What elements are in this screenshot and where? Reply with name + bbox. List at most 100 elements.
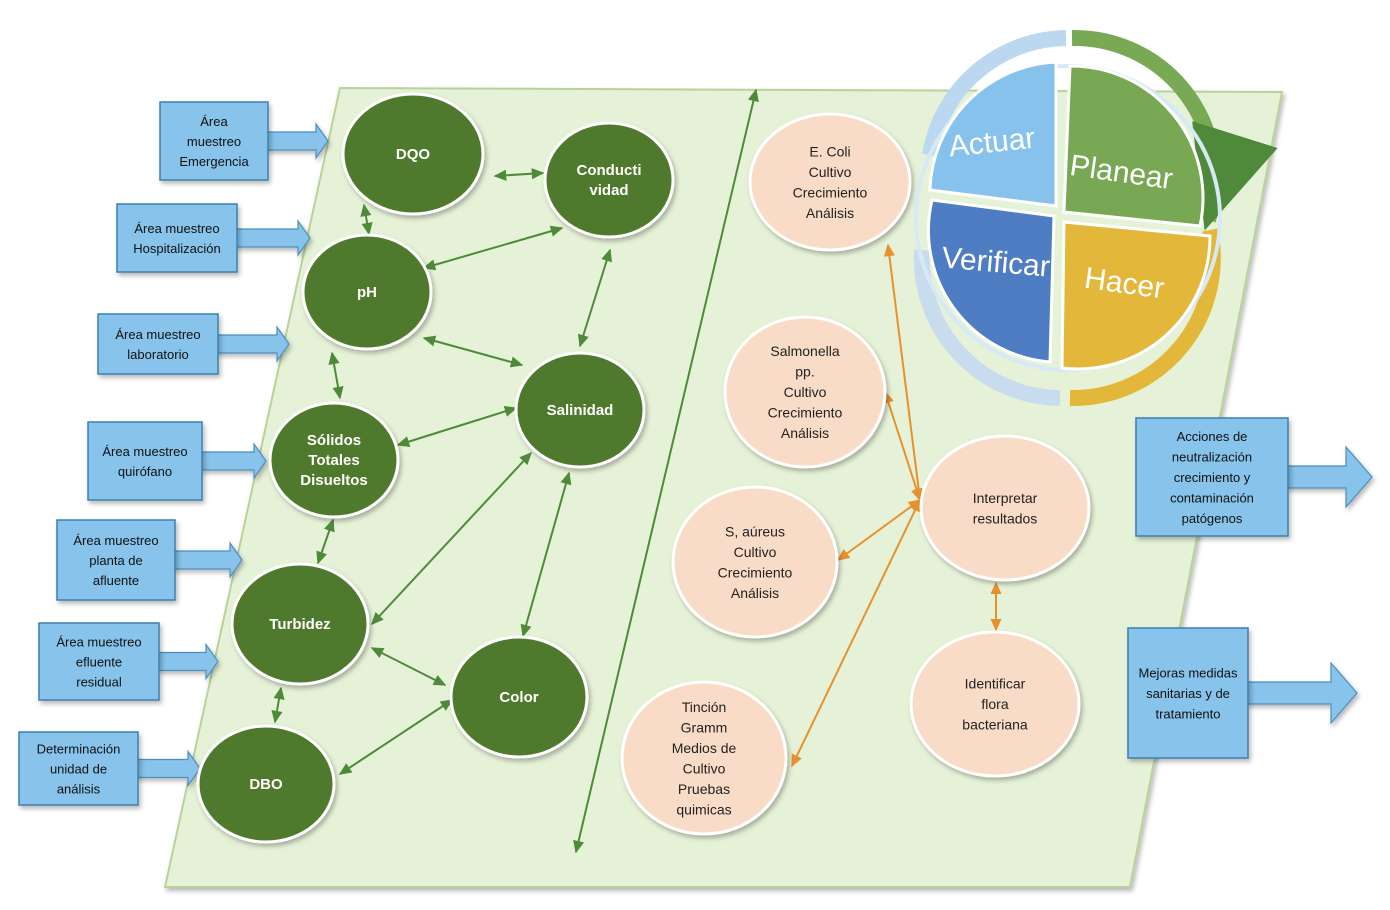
parameter-connectors [271,168,613,775]
parameter-node-dqo: DQO [341,92,485,216]
right-arrow-icon [1245,661,1358,725]
microbiology-link [883,390,922,502]
section-divider-arrow [573,88,759,854]
sampling-area-box [97,313,219,375]
right-arrow-icon [265,122,329,160]
parameter-label: DBO [249,776,283,793]
parameter-circle [196,724,336,844]
parameter-link [316,518,335,565]
right-arrow-icon [135,749,201,788]
outcome-box [1127,627,1249,759]
parameter-circle [268,401,400,519]
pdca-wheel: Actuar Planear Verificar Hacer [913,29,1278,407]
parameter-node-dbo: DBO [196,724,336,844]
parameter-label: Color [499,689,538,706]
pdca-quadrant-planear [1062,64,1205,228]
pdca-ring-blue [922,30,1067,157]
pdca-quadrant-hacer [1060,220,1212,371]
sampling-area-box [38,622,160,701]
parameter-link [271,686,285,724]
parameter-link [360,203,373,236]
right-arrow-icon [156,642,219,681]
microbiology-circle [909,630,1081,778]
parameter-node-ph: pH [301,233,433,351]
parameter-label: Salinidad [547,402,614,419]
parameter-link [422,335,524,368]
sampling-area-box [87,421,203,501]
parameter-link [338,699,454,775]
outcome-box [1135,417,1289,537]
sampling-area-box [56,519,176,601]
parameter-node-sal: Salinidad [514,351,646,469]
microbiology-connectors [791,243,1002,768]
parameter-circle [341,92,485,216]
right-arrow-icon [199,442,267,480]
right-arrow-icon [1285,445,1373,509]
right-arrow-icon [234,219,311,257]
microbiology-link [791,498,921,768]
microbiology-circle [671,485,839,639]
pdca-quadrant-actuar [928,60,1058,208]
parameter-node-color: Color [449,635,589,759]
right-arrow-icon [172,541,243,579]
parameter-link [493,168,545,181]
parameter-circle [230,562,370,686]
pdca-quadrant-verificar [926,198,1056,364]
parameter-link [577,248,613,348]
sampling-area-box [116,203,238,273]
sampling-area-box [18,731,139,806]
microbiology-circle [620,680,788,836]
parameter-circle [543,121,675,239]
microbiology-circle [919,434,1091,582]
parameter-link [371,451,532,626]
parameter-label: pH [357,284,377,301]
parameter-link [422,225,564,271]
microbiology-circle [723,315,887,469]
microbiology-circle [748,112,912,252]
parameter-circle [514,351,646,469]
parameter-link [370,647,447,686]
parameter-link [328,351,344,400]
right-arrow-icon [215,325,290,363]
parameter-label: Turbidez [269,616,330,633]
parameter-circle [301,233,433,351]
sampling-area-box [159,101,269,181]
